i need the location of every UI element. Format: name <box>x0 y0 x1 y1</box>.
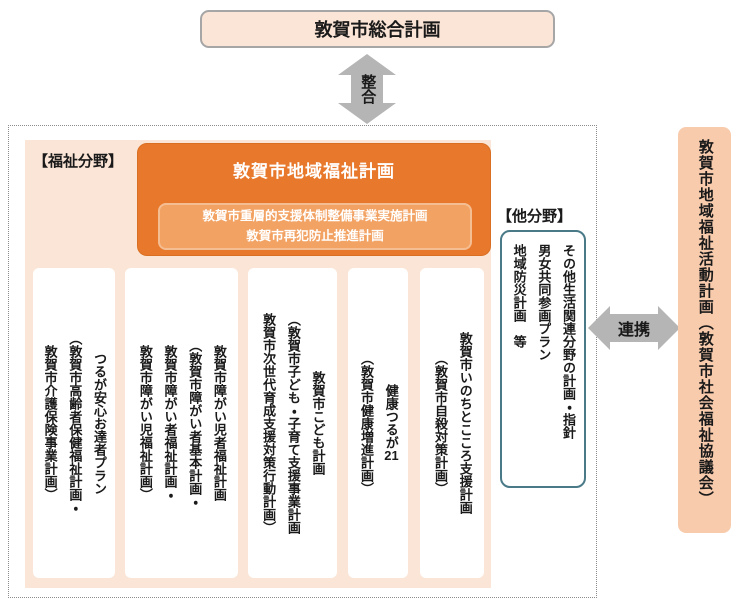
sub-plan-1: 敦賀市重層的支援体制整備事業実施計画 <box>202 209 428 224</box>
activity-plan-text: 敦賀市地域福祉活動計画（敦賀市社会福祉協議会） <box>696 139 714 507</box>
alignment-arrow-icon <box>338 54 396 124</box>
cooperation-arrow-label: 連携 <box>617 322 650 339</box>
sub-plans-box: 敦賀市重層的支援体制整備事業実施計画 敦賀市再犯防止推進計画 <box>158 203 472 250</box>
alignment-arrow-label: 整合 <box>359 74 377 104</box>
plan-health-text: 健康つるが21（敦賀市健康増進計画） <box>359 351 399 495</box>
cooperation-arrow-icon <box>588 306 680 350</box>
plan-disability-box: 敦賀市障がい児者福祉計画（敦賀市障がい者基本計画・敦賀市障がい者福祉計画・敦賀市… <box>125 268 238 578</box>
plan-health-box: 健康つるが21（敦賀市健康増進計画） <box>348 268 408 578</box>
comprehensive-plan-box: 敦賀市総合計画 <box>200 10 555 48</box>
activity-plan-box: 敦賀市地域福祉活動計画（敦賀市社会福祉協議会） <box>678 127 731 533</box>
other-field-plans-text: その他生活関連分野の計画・指針男女共同参画プラン地域防災計画 等 <box>511 244 577 439</box>
plan-elderly-text: つるが安心お達者プラン（敦賀市高齢者保健福祉計画・敦賀市介護保険事業計画） <box>42 332 108 514</box>
comprehensive-plan-title: 敦賀市総合計画 <box>314 20 441 40</box>
welfare-field-label: 【福祉分野】 <box>33 153 124 170</box>
sub-plan-2: 敦賀市再犯防止推進計画 <box>246 228 384 243</box>
plan-children-text: 敦賀市こども計画（敦賀市子ども・子育て支援事業計画敦賀市次世代育成支援対策行動計… <box>261 312 326 534</box>
plan-children-box: 敦賀市こども計画（敦賀市子ども・子育て支援事業計画敦賀市次世代育成支援対策行動計… <box>248 268 337 578</box>
other-field-label: 【他分野】 <box>497 208 573 225</box>
community-welfare-plan-box: 敦賀市地域福祉計画 敦賀市重層的支援体制整備事業実施計画 敦賀市再犯防止推進計画 <box>137 143 491 256</box>
community-welfare-plan-title: 敦賀市地域福祉計画 <box>233 162 395 181</box>
plan-elderly-box: つるが安心お達者プラン（敦賀市高齢者保健福祉計画・敦賀市介護保険事業計画） <box>33 268 115 578</box>
plan-suicide-prevention-box: 敦賀市いのちとこころ支援計画（敦賀市自殺対策計画） <box>420 268 484 578</box>
other-field-plans-box: その他生活関連分野の計画・指針男女共同参画プラン地域防災計画 等 <box>500 230 586 488</box>
plan-suicide-prevention-text: 敦賀市いのちとこころ支援計画（敦賀市自殺対策計画） <box>433 332 473 514</box>
plan-disability-text: 敦賀市障がい児者福祉計画（敦賀市障がい者基本計画・敦賀市障がい者福祉計画・敦賀市… <box>137 338 227 508</box>
